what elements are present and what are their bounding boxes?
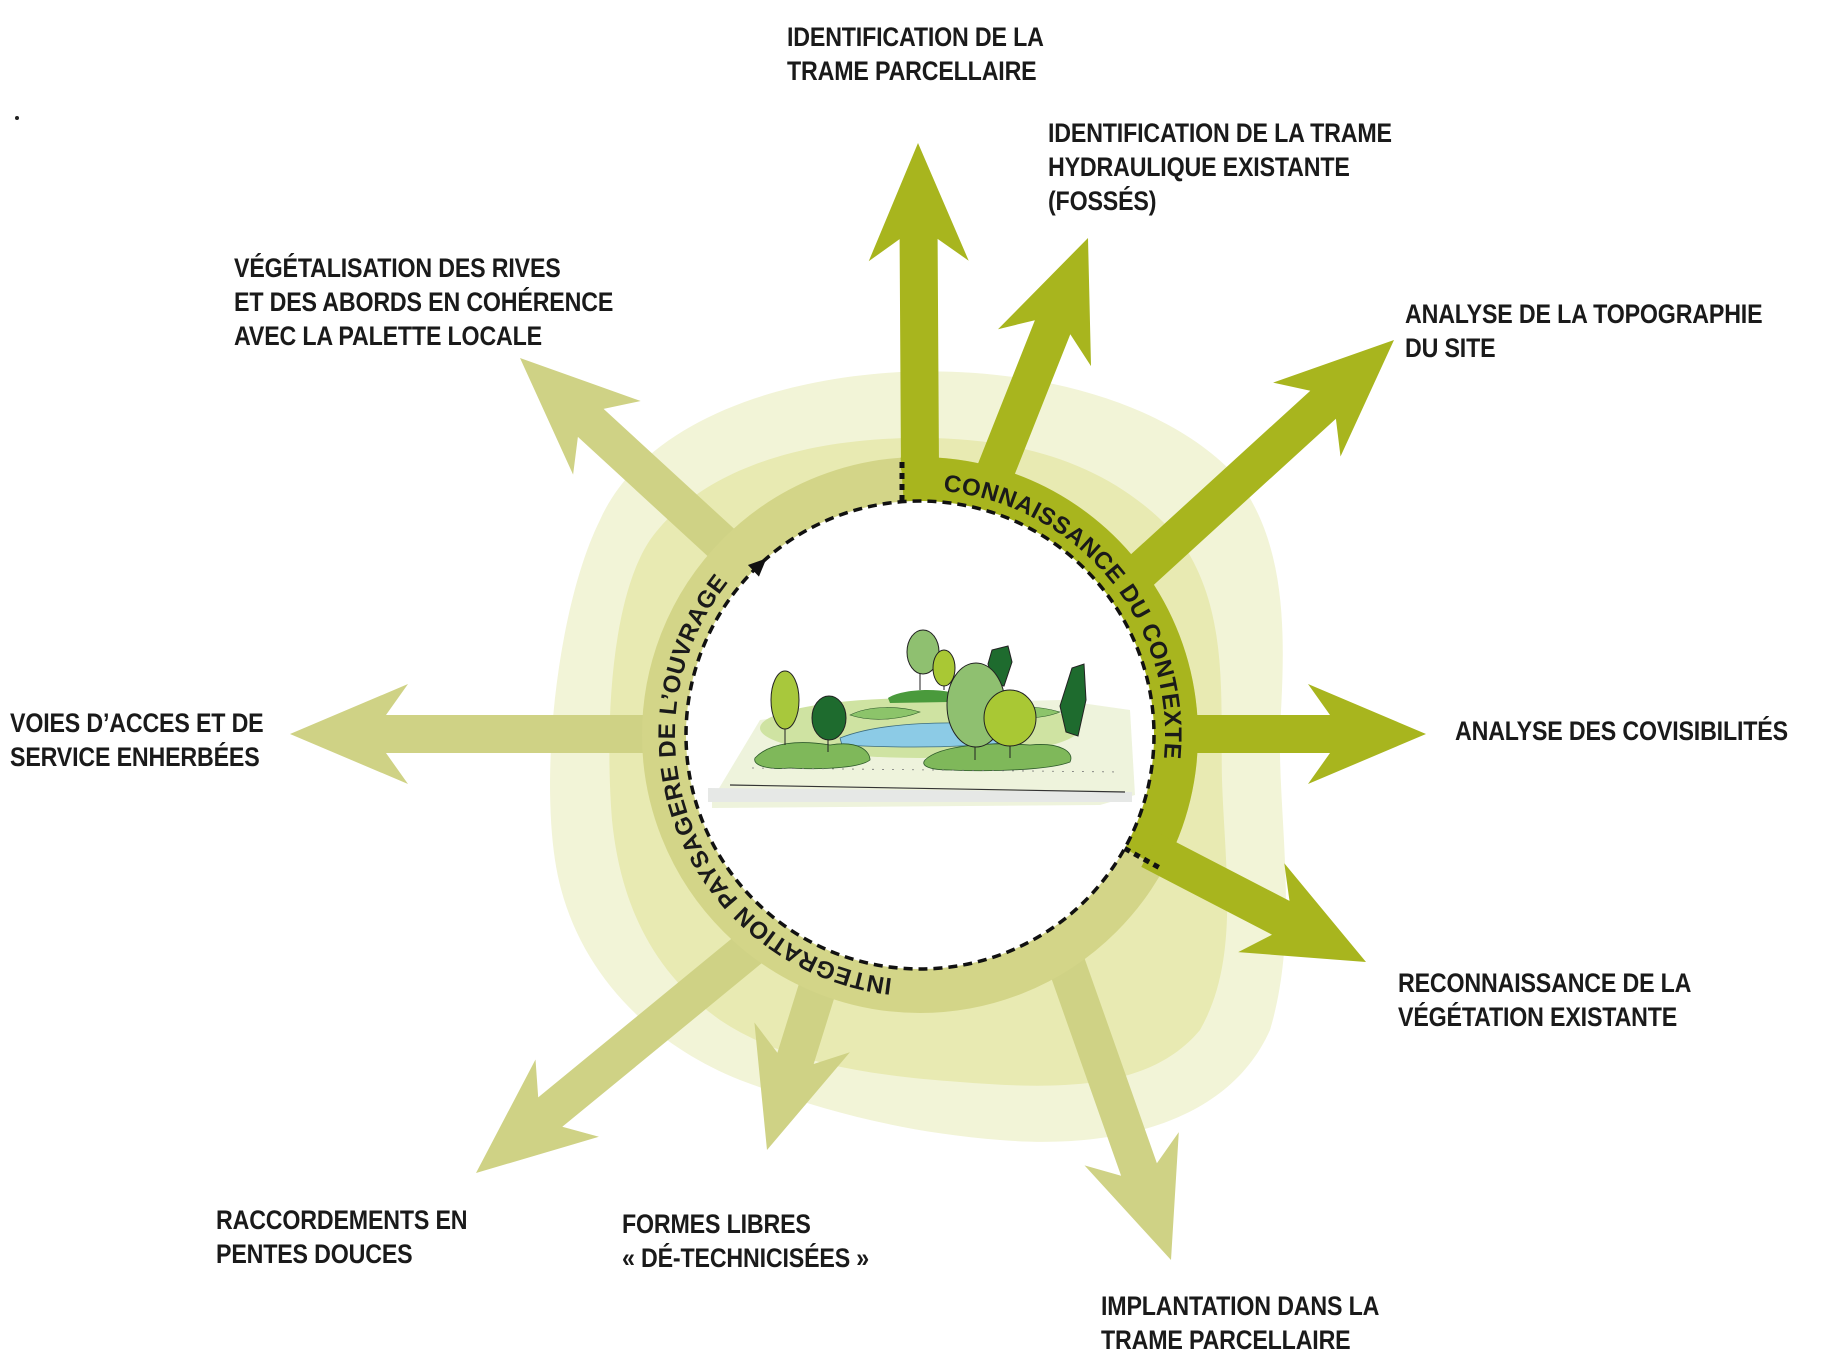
label-implantation-trame: IMPLANTATION DANS LA TRAME PARCELLAIRE (1101, 1289, 1379, 1357)
label-line: AVEC LA PALETTE LOCALE (234, 321, 542, 351)
illustration-shrubs-left (754, 742, 871, 770)
arrow-implantation (1047, 953, 1179, 1260)
context-arrows (868, 143, 1426, 962)
label-line: DU SITE (1405, 333, 1496, 363)
arrow-vegetation (1141, 833, 1366, 962)
label-line: VÉGÉTALISATION DES RIVES (234, 253, 561, 283)
label-line: (FOSSÉS) (1048, 186, 1157, 216)
stray-dot (15, 116, 19, 120)
separator-lower-right (1123, 846, 1161, 871)
label-voies-acces: VOIES D’ACCES ET DE SERVICE ENHERBÉES (10, 706, 264, 774)
label-line: IDENTIFICATION DE LA (787, 22, 1044, 52)
label-line: TRAME PARCELLAIRE (787, 56, 1037, 86)
integration-arrows (290, 358, 1179, 1260)
tree-dark-round (811, 695, 847, 741)
label-line: TRAME PARCELLAIRE (1101, 1325, 1351, 1355)
illustration-fence (751, 767, 1123, 773)
tree-back-yellow (932, 649, 956, 687)
label-reconnaissance-vegetation: RECONNAISSANCE DE LA VÉGÉTATION EXISTANT… (1398, 966, 1691, 1034)
arrow-vegetalisation (520, 358, 753, 574)
label-vegetalisation-rives: VÉGÉTALISATION DES RIVES ET DES ABORDS E… (234, 251, 613, 353)
label-line: IDENTIFICATION DE LA TRAME (1048, 118, 1392, 148)
label-line: RACCORDEMENTS EN (216, 1205, 468, 1235)
label-identification-parcellaire: IDENTIFICATION DE LA TRAME PARCELLAIRE (787, 20, 1044, 88)
illustration-road (708, 788, 1132, 802)
label-line: ET DES ABORDS EN COHÉRENCE (234, 287, 614, 317)
illustration-trees (770, 629, 1087, 760)
label-line: HYDRAULIQUE EXISTANTE (1048, 152, 1350, 182)
illustration-road-edge (729, 784, 1126, 793)
label-identification-hydraulique: IDENTIFICATION DE LA TRAME HYDRAULIQUE E… (1048, 116, 1392, 218)
tree-dark-tall (1059, 663, 1087, 737)
label-line: PENTES DOUCES (216, 1239, 413, 1269)
label-line: RECONNAISSANCE DE LA (1398, 968, 1692, 998)
label-line: ANALYSE DES COVISIBILITÉS (1455, 716, 1788, 746)
label-line: FORMES LIBRES (622, 1209, 811, 1239)
label-line: IMPLANTATION DANS LA (1101, 1291, 1380, 1321)
dashed-inner-circle (684, 499, 1156, 971)
tree-yellow-round (983, 689, 1037, 747)
label-line: VÉGÉTATION EXISTANTE (1398, 1002, 1678, 1032)
cycle-arrowhead-icon (747, 558, 767, 577)
label-line: « DÉ-TECHNICISÉES » (622, 1243, 870, 1273)
arrow-covisibilites (1160, 684, 1426, 784)
label-analyse-topographie: ANALYSE DE LA TOPOGRAPHIE DU SITE (1405, 297, 1763, 365)
label-line: VOIES D’ACCES ET DE (10, 708, 264, 738)
arrow-raccordements (476, 925, 773, 1173)
tree-poplar-yellow (770, 670, 800, 730)
arrow-hydraulique (972, 238, 1091, 492)
label-raccordements: RACCORDEMENTS EN PENTES DOUCES (216, 1203, 468, 1271)
label-analyse-covisibilites: ANALYSE DES COVISIBILITÉS (1455, 714, 1788, 748)
ring-dark-segment (900, 457, 1198, 870)
arrow-parcellaire-id (868, 143, 969, 471)
arrow-voies (290, 684, 680, 784)
arrow-topographie (1107, 340, 1394, 604)
label-line: ANALYSE DE LA TOPOGRAPHIE (1405, 299, 1763, 329)
label-formes-libres: FORMES LIBRES « DÉ-TECHNICISÉES » (622, 1207, 869, 1275)
illustration-back-hedge (888, 690, 957, 703)
landscape-illustration (708, 629, 1135, 808)
label-line: SERVICE ENHERBÉES (10, 742, 260, 772)
arrow-formes (754, 974, 850, 1150)
